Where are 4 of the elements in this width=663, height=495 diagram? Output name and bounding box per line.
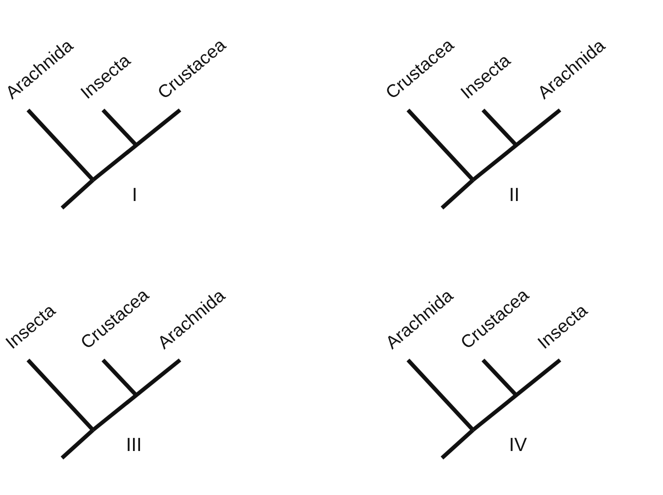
tree-number: III bbox=[126, 436, 142, 455]
tree-number: II bbox=[509, 186, 520, 205]
tree-number: I bbox=[132, 186, 138, 205]
tree-number: IV bbox=[509, 436, 527, 455]
